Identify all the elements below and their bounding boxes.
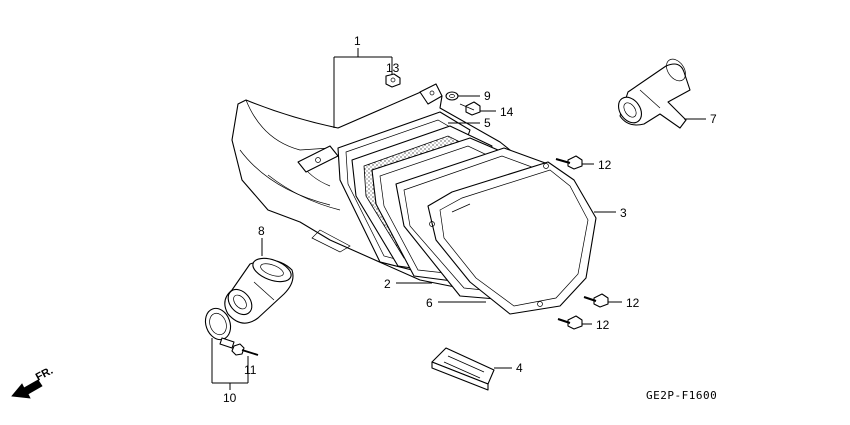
callout-11: 11 <box>244 363 257 377</box>
callout-8: 8 <box>258 224 265 238</box>
screw-11 <box>231 343 259 356</box>
bolt-12-upper <box>555 155 583 170</box>
callout-3: 3 <box>620 206 627 220</box>
callout-5: 5 <box>484 116 491 130</box>
intake-duct <box>617 58 691 129</box>
callout-6: 6 <box>426 296 433 310</box>
callout-12-lower: 12 <box>596 318 610 332</box>
callout-1: 1 <box>354 34 361 48</box>
direction-label: FR. <box>34 365 55 384</box>
callout-14: 14 <box>500 105 514 119</box>
nut-13 <box>385 73 401 88</box>
callout-9: 9 <box>484 89 491 103</box>
bolt-14 <box>459 101 481 116</box>
bolt-12-middle <box>583 293 609 308</box>
bolt-12-lower <box>557 315 583 330</box>
callout-7: 7 <box>710 112 717 126</box>
callout-12-upper: 12 <box>598 158 612 172</box>
callout-2: 2 <box>384 277 391 291</box>
front-direction-arrow-icon <box>11 379 43 399</box>
connecting-tube <box>224 257 294 324</box>
callout-4: 4 <box>516 361 523 375</box>
air-cleaner-cover <box>427 161 597 315</box>
tube-band <box>204 307 235 349</box>
leader-lines <box>211 48 706 390</box>
pad-4 <box>431 347 495 391</box>
callout-13: 13 <box>386 61 400 75</box>
callout-10: 10 <box>223 391 237 405</box>
callout-12-middle: 12 <box>626 296 640 310</box>
washer-9 <box>445 91 459 101</box>
diagram-code: GE2P-F1600 <box>646 389 717 402</box>
